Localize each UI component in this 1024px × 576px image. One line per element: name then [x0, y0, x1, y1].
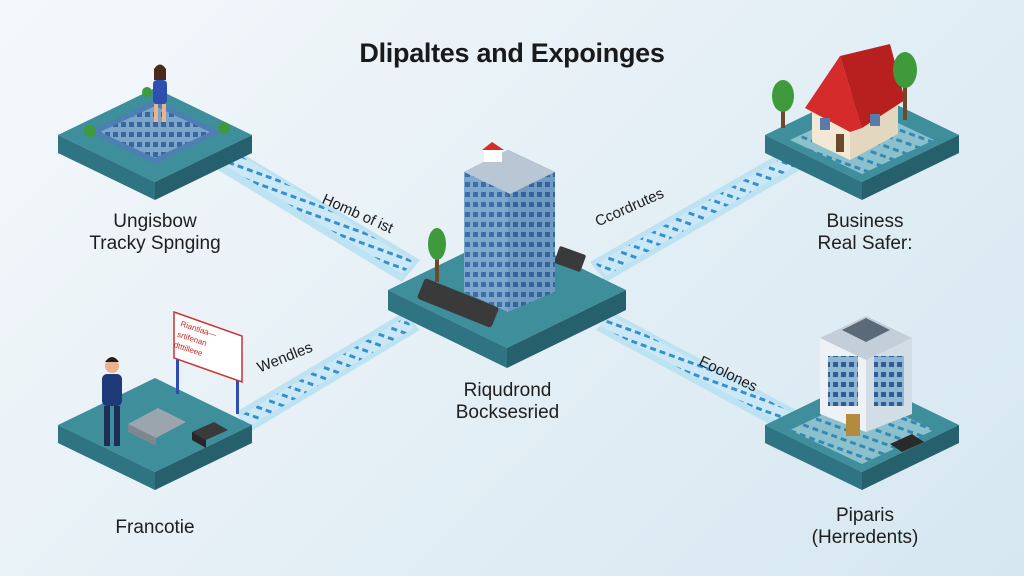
node-label-line1: Francotie [115, 517, 195, 538]
node-label-top-left: Ungisbow Tracky Spnging [60, 211, 250, 255]
tree-icon [772, 80, 794, 128]
road-top-left [218, 150, 420, 282]
node-label-line2: Tracky Spnging [89, 233, 221, 254]
platform-top-left [58, 88, 252, 200]
billboard-sign [173, 310, 243, 414]
road-bottom-right [596, 312, 800, 432]
platform-bottom-left [58, 378, 252, 490]
node-label-center: Riqudrond Bocksesried [410, 380, 605, 424]
node-label-line1: Business [826, 211, 904, 232]
apartment-building-icon [820, 316, 912, 436]
person-woman-icon [142, 64, 167, 122]
tower-building-icon [464, 142, 555, 312]
node-label-line2: (Herredents) [811, 527, 919, 548]
node-label-line1: Piparis [835, 505, 895, 526]
node-label-line1: Riqudrond [463, 380, 552, 401]
node-label-line2: Bocksesried [455, 402, 560, 423]
road-bottom-left [236, 312, 420, 432]
node-label-line2: Real Safer: [817, 233, 913, 254]
diagram-title: Dlipaltes and Expoinges [359, 38, 665, 68]
node-label-line1: Ungisbow [113, 211, 197, 232]
person-man-icon [102, 357, 122, 446]
node-label-bottom-left: Francotie [60, 517, 250, 539]
tree-icon [893, 52, 917, 120]
node-label-top-right: Business Real Safer: [770, 211, 960, 255]
road-top-right [590, 150, 800, 282]
house-icon [772, 44, 917, 160]
node-label-bottom-right: Piparis (Herredents) [770, 505, 960, 549]
tree-icon [428, 228, 446, 282]
